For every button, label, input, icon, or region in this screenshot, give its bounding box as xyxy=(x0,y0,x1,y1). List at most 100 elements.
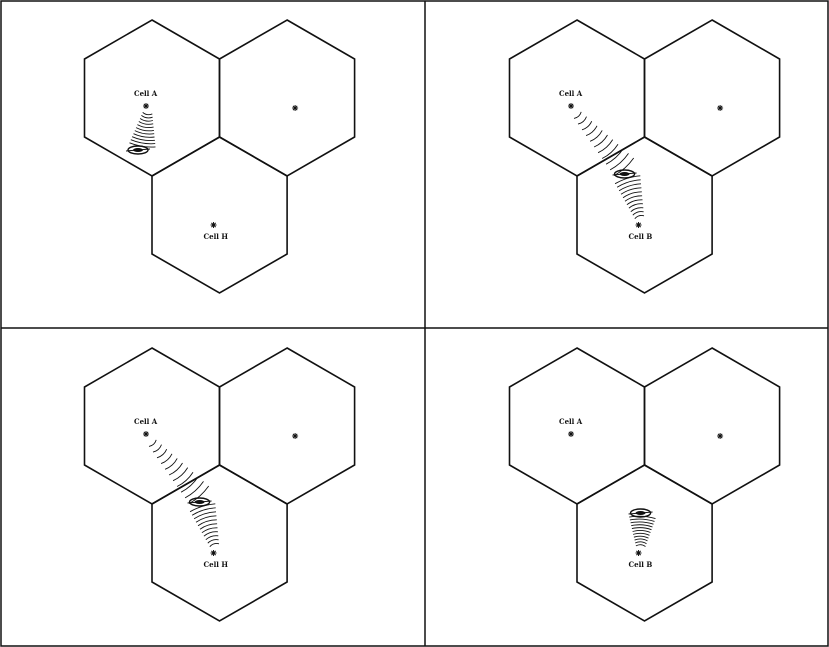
cell-a-station-icon xyxy=(568,103,574,109)
beam-arc xyxy=(601,143,619,159)
beam-arc xyxy=(632,530,651,533)
cell-right-station-icon xyxy=(717,105,724,111)
beam-arc xyxy=(160,453,173,465)
beam-arc xyxy=(629,518,655,522)
beam-arc xyxy=(133,133,155,138)
beam-arc xyxy=(180,476,199,493)
cell-a-label: Cell A xyxy=(559,417,583,426)
panel-top-right: Cell A Cell B xyxy=(508,19,781,294)
beam-arc xyxy=(172,467,189,482)
cell-b-label: Cell H xyxy=(204,560,229,569)
beam-arc xyxy=(137,124,154,129)
beam-arc xyxy=(634,215,645,220)
beam-arc xyxy=(597,139,614,154)
beam-arc xyxy=(633,535,649,539)
hex-cell-a xyxy=(83,19,221,177)
cell-b-label: Cell B xyxy=(629,232,653,241)
phone-body xyxy=(629,508,652,518)
beam-arc xyxy=(141,115,153,119)
cell-a-label: Cell A xyxy=(559,89,583,98)
beam-arc xyxy=(138,121,154,125)
beam-arc xyxy=(632,211,644,216)
cell-a-station-icon xyxy=(143,103,149,109)
beam-from-cell-a xyxy=(129,112,156,148)
mobile-phone-icon xyxy=(187,497,212,507)
beam-arc xyxy=(199,523,218,530)
cell-a-station-icon xyxy=(143,431,149,437)
beam-arc xyxy=(130,139,156,145)
beam-from-cell-b xyxy=(629,515,656,547)
mobile-phone-icon xyxy=(612,169,637,179)
beam-arc xyxy=(191,507,216,516)
beam-arc xyxy=(626,199,643,206)
phone-line xyxy=(125,148,151,152)
phone-body xyxy=(613,169,636,179)
beam-arc xyxy=(203,531,218,537)
cell-b-label: Cell H xyxy=(204,232,229,241)
beam-arc xyxy=(585,125,598,137)
cell-b-station-icon xyxy=(635,222,642,228)
hex-cell-a xyxy=(508,19,646,177)
cell-b-label: Cell B xyxy=(629,560,653,569)
beam-arc xyxy=(156,449,168,459)
beam-arc xyxy=(631,524,653,528)
cell-a-label: Cell A xyxy=(134,417,158,426)
beam-arc xyxy=(148,439,157,447)
beam-arc xyxy=(139,118,154,122)
beam-arc xyxy=(164,458,178,470)
hex-cell-right xyxy=(218,347,356,505)
beam-arc xyxy=(176,471,194,487)
beam-arc xyxy=(193,511,217,520)
beam-arc xyxy=(624,195,643,202)
beam-arc xyxy=(593,134,608,148)
beam-from-cell-b xyxy=(189,503,220,548)
panel-bottom-left: Cell A Cell H xyxy=(83,347,356,622)
phone-line xyxy=(612,172,637,176)
hex-cell-b xyxy=(151,136,288,294)
hex-cell-right xyxy=(643,19,781,177)
beam-arc xyxy=(635,544,646,547)
cell-a-label: Cell A xyxy=(134,89,158,98)
beam-arc xyxy=(209,543,220,548)
panel-top-left: Cell A Cell H xyxy=(83,19,356,294)
beam-arc xyxy=(205,535,219,541)
cell-a-station-icon xyxy=(568,431,574,437)
beam-arc xyxy=(201,527,218,534)
beam-arc xyxy=(609,153,629,171)
beam-arc xyxy=(197,519,217,527)
hex-cell-b xyxy=(576,136,713,294)
hex-cell-right xyxy=(643,347,781,505)
cell-b-station-icon xyxy=(210,222,217,228)
cell-right-station-icon xyxy=(292,433,299,439)
beam-arc xyxy=(152,444,162,453)
hex-cell-right xyxy=(218,19,356,177)
beam-from-cell-b xyxy=(614,175,645,220)
phone-body xyxy=(188,497,211,507)
beam-arc xyxy=(131,136,155,141)
mobile-phone-icon xyxy=(125,145,151,155)
beam-arc xyxy=(577,116,587,125)
mobile-phone-icon xyxy=(628,508,653,518)
cell-right-station-icon xyxy=(717,433,724,439)
beam-arc xyxy=(618,183,642,192)
beam-arc xyxy=(620,187,642,195)
beam-arc xyxy=(195,515,217,523)
beam-arc xyxy=(628,203,643,209)
hex-cell-a xyxy=(83,347,221,505)
beam-arc xyxy=(633,532,650,536)
beam-arc xyxy=(142,112,153,116)
hex-cell-b xyxy=(576,464,713,622)
hex-cell-b xyxy=(151,464,288,622)
beam-arc xyxy=(134,130,155,135)
beam-arc xyxy=(184,481,204,499)
beam-arc xyxy=(616,179,641,188)
beam-arc xyxy=(634,538,648,542)
phone-line xyxy=(628,511,653,515)
cell-right-station-icon xyxy=(292,105,299,111)
beam-arc xyxy=(573,111,582,119)
beam-arc xyxy=(168,462,183,476)
beam-arc xyxy=(630,521,654,525)
phone-line xyxy=(187,500,212,504)
